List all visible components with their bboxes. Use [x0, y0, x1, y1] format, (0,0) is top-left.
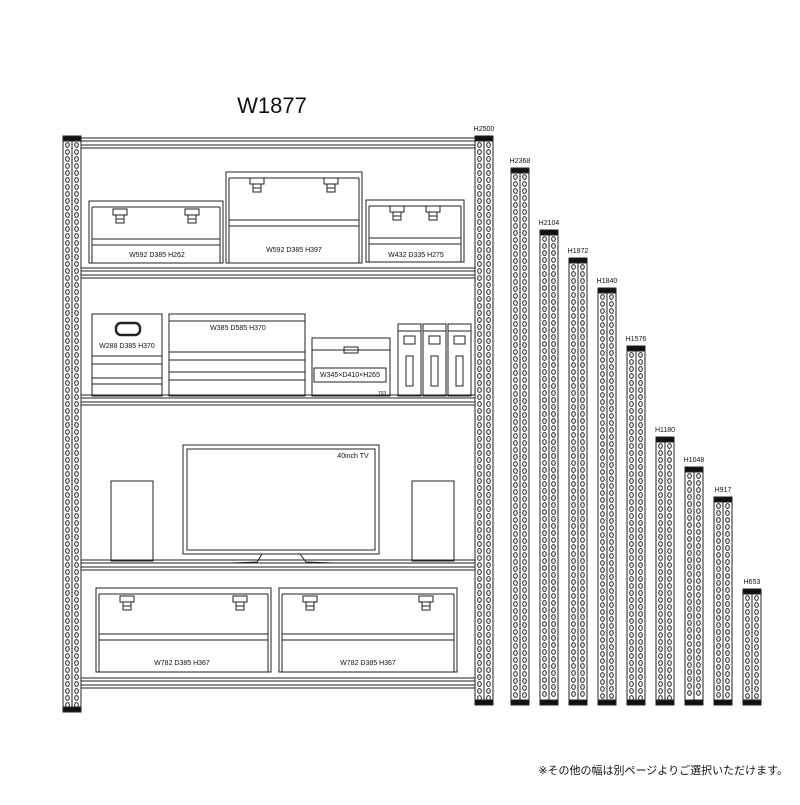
height-label-h917: H917 — [715, 487, 732, 494]
height-label-h1048: H1048 — [684, 457, 705, 464]
shelf-board-1 — [80, 137, 476, 149]
height-label-h1972: H1972 — [568, 248, 589, 255]
footnote: ※その他の幅は別ページよりご選択いただけます。 — [538, 764, 788, 777]
storage-boxes — [88, 171, 472, 673]
shelf-board-3 — [80, 394, 476, 406]
shelf-board-2 — [80, 267, 476, 279]
upright-right — [474, 135, 494, 706]
height-pole-h2104 — [539, 229, 559, 706]
box-top-center — [225, 171, 363, 264]
height-labels: H2500H2368H2104H1972H1840H1576H1180H1048… — [474, 126, 761, 586]
box-label-top-left: W592 D385 H262 — [129, 252, 185, 259]
file-box-1 — [397, 323, 422, 397]
height-label-h1180: H1180 — [655, 427, 675, 434]
height-pole-h1048 — [684, 466, 704, 706]
height-label-h2104: H2104 — [539, 220, 560, 227]
height-pole-h2368 — [510, 167, 530, 706]
box-label-mid-large: W385 D585 H370 — [210, 325, 266, 332]
box-top-right — [365, 199, 465, 263]
box-label-bottom-right: W782 D385 H367 — [340, 660, 396, 667]
height-label-h1840: H1840 — [597, 278, 618, 285]
height-label-h2368: H2368 — [510, 158, 531, 165]
height-pole-h917 — [713, 496, 733, 706]
shelf-board-5 — [80, 677, 476, 689]
box-mid-carton — [311, 337, 391, 397]
height-pole-h1972 — [568, 257, 588, 706]
tv-and-speakers — [110, 444, 455, 564]
tv-stand — [229, 553, 334, 564]
width-label: W1877 — [237, 93, 307, 118]
tv-screen — [182, 444, 380, 555]
height-label-h2500: H2500 — [474, 126, 495, 133]
speaker-left — [110, 480, 154, 562]
height-pole-h1180 — [655, 436, 675, 706]
height-pole-h1576 — [626, 345, 646, 706]
box-code-mid-carton: 703 — [378, 391, 387, 397]
file-box-3 — [447, 323, 472, 397]
height-pole-variants — [510, 167, 762, 706]
height-label-h653: H653 — [744, 579, 761, 586]
height-pole-h1840 — [597, 287, 617, 706]
tv-label: 40inch TV — [337, 453, 369, 460]
height-pole-h653 — [742, 588, 762, 706]
upright-left — [62, 135, 82, 713]
speaker-right — [411, 480, 455, 562]
box-bottom-left — [95, 587, 272, 673]
box-mid-small — [91, 313, 163, 397]
box-mid-large — [168, 313, 306, 397]
box-top-left — [88, 200, 224, 264]
box-label-mid-small: W288 D385 H370 — [99, 343, 155, 350]
box-label-top-center: W592 D385 H397 — [266, 247, 322, 254]
box-label-bottom-left: W782 D385 H367 — [154, 660, 210, 667]
box-label-top-right: W432 D335 H275 — [388, 252, 444, 259]
height-label-h1576: H1576 — [626, 336, 647, 343]
file-box-2 — [422, 323, 447, 397]
main-shelf-frame — [62, 135, 494, 713]
box-bottom-right — [278, 587, 458, 673]
box-label-mid-carton: W345×D410×H265 — [320, 372, 380, 379]
